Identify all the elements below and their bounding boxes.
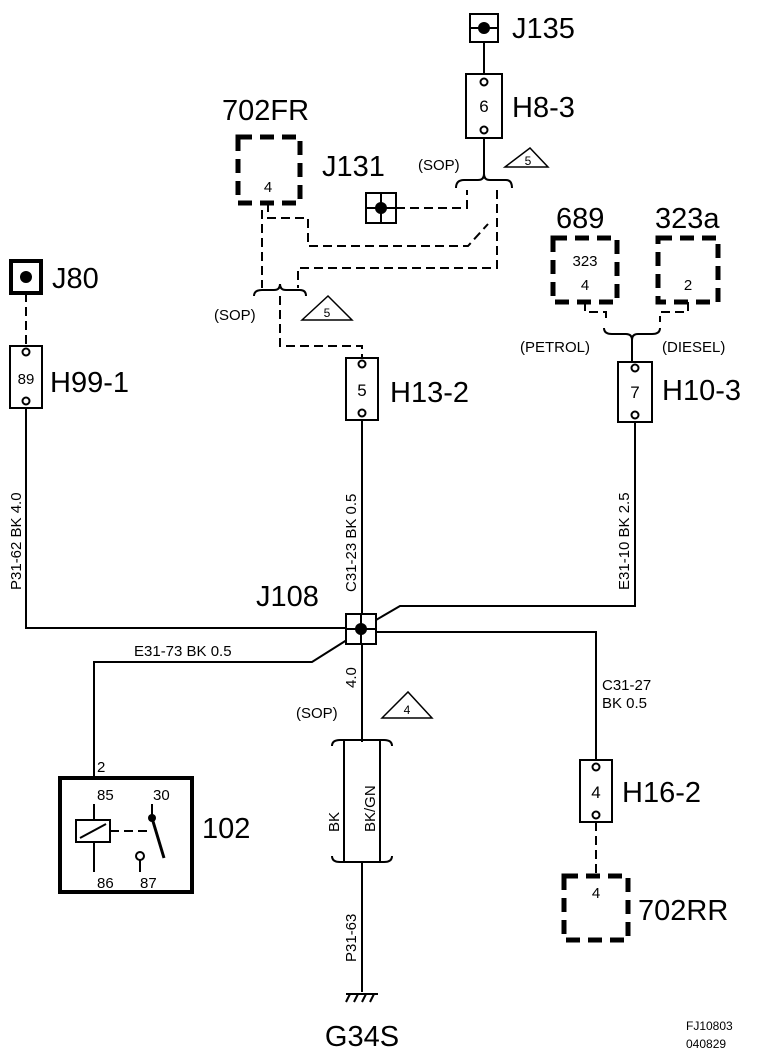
label-h13-2: H13-2 — [390, 377, 469, 409]
inner-label-689: 323 — [572, 253, 597, 270]
junction-j108: J108 — [256, 581, 377, 645]
pin-323a: 2 — [684, 277, 692, 294]
svg-text:5: 5 — [324, 306, 331, 320]
connector-h13-2: 5 H13-2 — [345, 357, 469, 421]
label-102: 102 — [202, 813, 250, 845]
connector-j80: J80 — [9, 259, 99, 295]
connector-j135: J135 — [469, 13, 575, 45]
svg-text:5: 5 — [525, 154, 532, 168]
wire-label-c31-27-a: C31-27 — [602, 677, 651, 694]
relay-102: 2 85 30 86 87 102 — [58, 759, 250, 894]
component-323a: 2 323a — [655, 203, 721, 305]
relay-pin-2: 2 — [97, 759, 105, 776]
sop-brace-mid — [253, 283, 307, 297]
ground-g34s: G34S — [325, 993, 399, 1053]
sop-label-bottom: (SOP) — [296, 705, 338, 722]
label-702rr: 702RR — [638, 895, 728, 927]
sop-brace-top — [455, 173, 513, 189]
wire-label-p31-63: P31-63 — [343, 914, 360, 962]
wire-label-e31-73: E31-73 BK 0.5 — [134, 643, 232, 660]
bundle-label-bk: BK — [326, 812, 343, 832]
label-j80: J80 — [52, 263, 99, 295]
label-j135: J135 — [512, 13, 575, 45]
label-702fr: 702FR — [222, 95, 309, 127]
wire-c31-27 — [376, 631, 597, 762]
label-g34s: G34S — [325, 1021, 399, 1053]
pin-h8-3: 6 — [479, 97, 488, 116]
wire-e31-10 — [375, 422, 636, 621]
sop-label-top: (SOP) — [418, 157, 460, 174]
note-triangle-5-mid: 5 — [300, 294, 354, 321]
label-h16-2: H16-2 — [622, 777, 701, 809]
relay-pin-87: 87 — [140, 875, 157, 892]
component-702fr: 4 702FR — [222, 95, 309, 206]
pin-702rr: 4 — [592, 885, 600, 902]
label-323a: 323a — [655, 203, 720, 235]
label-j108: J108 — [256, 581, 319, 613]
connector-h16-2: 4 H16-2 — [579, 759, 701, 823]
wire-label-c31-27-b: BK 0.5 — [602, 695, 647, 712]
relay-pin-30: 30 — [153, 787, 170, 804]
figure-date: 040829 — [686, 1037, 726, 1051]
label-j131: J131 — [322, 151, 385, 183]
wire-label-4-0: 4.0 — [343, 667, 360, 688]
pin-689: 4 — [581, 277, 589, 294]
relay-pin-85: 85 — [97, 787, 114, 804]
component-702rr: 4 702RR — [561, 873, 728, 943]
petrol-label: (PETROL) — [520, 339, 590, 356]
wire-label-p31-62: P31-62 BK 4.0 — [8, 492, 25, 590]
label-h10-3: H10-3 — [662, 375, 741, 407]
pin-h10-3: 7 — [630, 383, 639, 402]
wire-label-e31-10: E31-10 BK 2.5 — [616, 492, 633, 590]
relay-pin-86: 86 — [97, 875, 114, 892]
diesel-label: (DIESEL) — [662, 339, 725, 356]
svg-text:4: 4 — [404, 703, 411, 717]
pin-h13-2: 5 — [357, 381, 366, 400]
bundle-label-bkgn: BK/GN — [362, 785, 379, 832]
figure-code: FJ10803 — [686, 1019, 733, 1033]
connector-h10-3: 7 H10-3 — [617, 361, 741, 423]
connector-h8-3: 6 H8-3 — [465, 73, 575, 139]
label-689: 689 — [556, 203, 604, 235]
wire-label-c31-23: C31-23 BK 0.5 — [343, 494, 360, 592]
pin-h16-2: 4 — [591, 783, 600, 802]
sop-label-mid: (SOP) — [214, 307, 256, 324]
wire-e31-73 — [93, 637, 351, 780]
cable-bundle: BK BK/GN — [326, 739, 393, 863]
component-689: 323 4 689 — [550, 203, 620, 305]
fuel-brace — [603, 327, 661, 341]
connector-h99-1: 89 H99-1 — [9, 345, 129, 409]
note-triangle-5-top: 5 — [502, 146, 550, 168]
note-triangle-4: 4 — [380, 690, 434, 719]
label-h8-3: H8-3 — [512, 92, 575, 124]
wire-p31-62 — [25, 408, 348, 629]
pin-h99-1: 89 — [18, 371, 35, 388]
label-h99-1: H99-1 — [50, 367, 129, 399]
pin-702fr: 4 — [264, 179, 272, 196]
connector-j131: J131 — [322, 151, 397, 224]
